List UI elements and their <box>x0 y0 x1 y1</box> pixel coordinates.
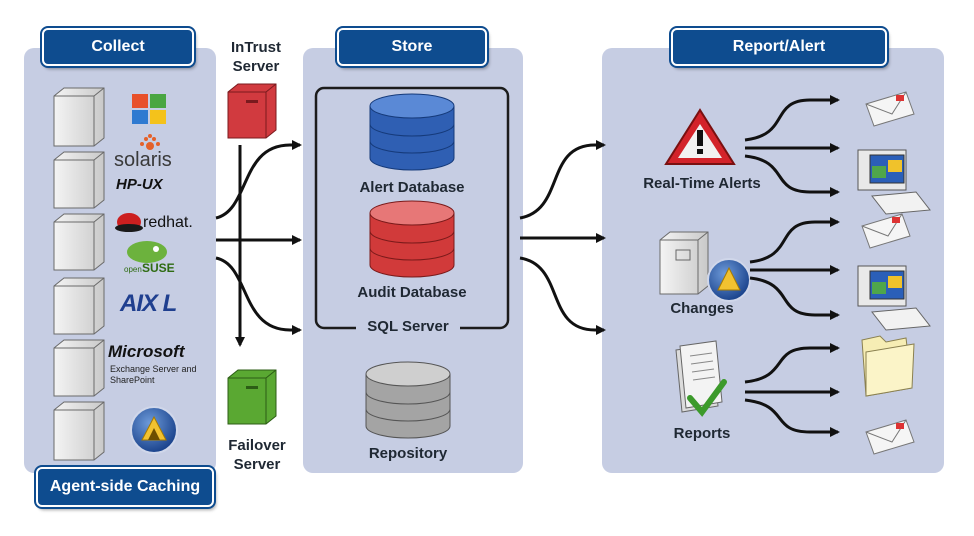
collect-header: Collect <box>42 28 194 66</box>
windows-logo-icon <box>132 94 166 124</box>
audit-database-label: Audit Database <box>357 284 467 301</box>
audit-database-icon <box>369 200 455 278</box>
changes-server-icon <box>659 231 751 302</box>
store-connectors <box>519 140 606 335</box>
email-envelope-icon <box>865 419 915 455</box>
server-icon <box>53 401 105 461</box>
reports-label: Reports <box>673 425 731 442</box>
quest-logo-icon <box>130 406 178 454</box>
sql-server-label-bg <box>356 318 460 336</box>
solaris-sun-icon <box>140 134 160 150</box>
microsoft-subtitle: Exchange Server and SharePoint <box>110 364 197 386</box>
repository-database-icon <box>365 361 451 439</box>
folder-icon <box>861 335 915 397</box>
server-icon <box>53 277 105 335</box>
failover-server-label: Failover Server <box>220 436 294 474</box>
alert-database-icon <box>369 93 455 171</box>
computer-icon <box>857 149 931 215</box>
server-icon <box>53 87 105 147</box>
opensuse-logo-text: SUSE <box>142 261 175 275</box>
intrust-line2: Server <box>232 58 280 75</box>
redhat-logo-text: redhat. <box>143 214 193 231</box>
collect-servers <box>53 87 105 461</box>
sql-server-label: SQL Server <box>367 318 449 335</box>
failover-line2: Server <box>233 456 281 473</box>
email-envelope-icon <box>865 91 915 127</box>
failover-line1: Failover <box>228 437 286 454</box>
repository-label: Repository <box>368 445 448 462</box>
alert-database-label: Alert Database <box>359 179 465 196</box>
opensuse-logo-icon <box>127 241 167 263</box>
server-icon <box>53 339 105 397</box>
opensuse-prefix-text: open <box>124 265 142 274</box>
server-icon <box>53 151 105 209</box>
intrust-line1: InTrust <box>230 39 281 56</box>
failover-server-icon <box>227 369 277 425</box>
aix-logo-text: AIX L <box>120 290 177 317</box>
realtime-alerts-label: Real-Time Alerts <box>643 175 761 192</box>
report-alert-header: Report/Alert <box>671 28 887 66</box>
changes-label: Changes <box>670 300 734 317</box>
store-header: Store <box>337 28 487 66</box>
server-icon <box>53 213 105 271</box>
microsoft-logo-text: Microsoft <box>108 342 185 361</box>
reports-document-icon <box>675 340 727 417</box>
agent-caching-header: Agent-side Caching <box>36 467 214 507</box>
hpux-logo-text: HP-UX <box>116 176 163 193</box>
redhat-logo-icon <box>115 213 143 232</box>
collect-connectors <box>215 140 302 347</box>
email-envelope-icon <box>861 213 911 249</box>
microsoft-sub-line2: SharePoint <box>110 375 155 385</box>
solaris-logo-text: solaris <box>114 149 172 171</box>
intrust-server-icon <box>227 83 277 139</box>
report-connectors <box>744 95 840 437</box>
computer-icon <box>857 265 931 331</box>
microsoft-sub-line1: Exchange Server and <box>110 364 197 374</box>
alert-warning-icon <box>664 108 736 165</box>
intrust-server-label: InTrust Server <box>222 38 290 76</box>
